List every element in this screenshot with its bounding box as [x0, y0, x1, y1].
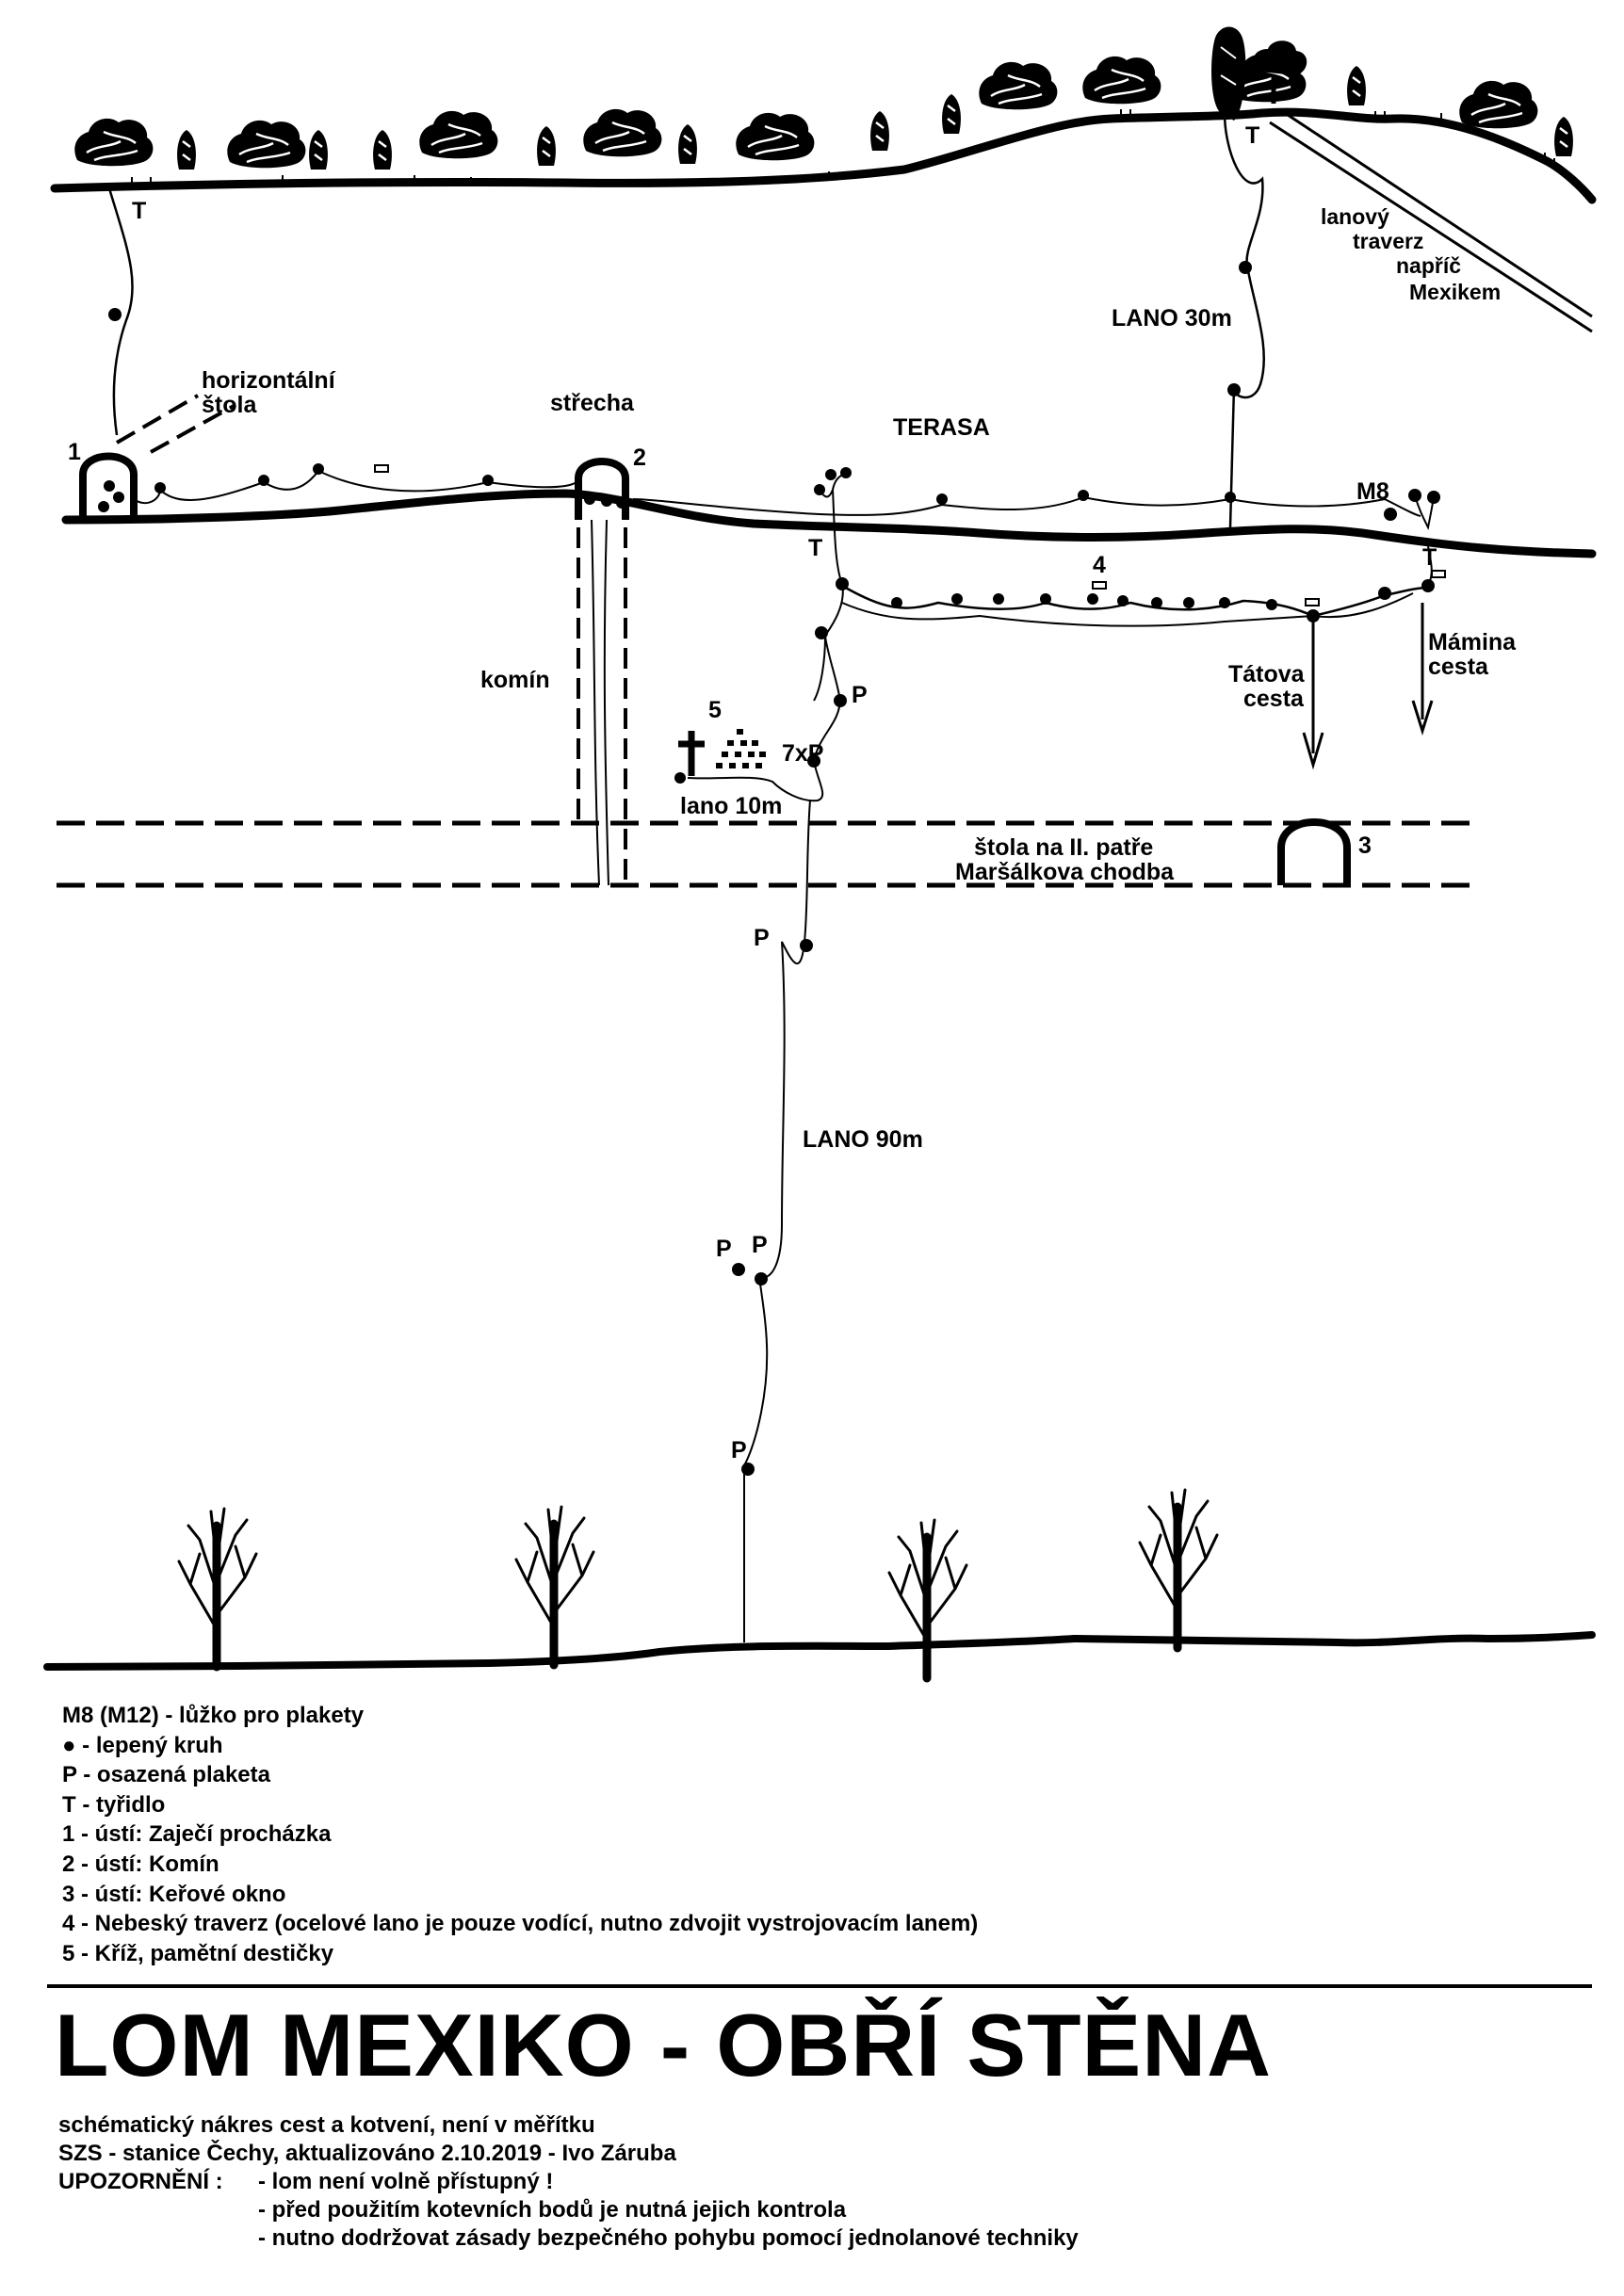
rope-traverse-label-1: lanový [1321, 204, 1389, 229]
legend-item: ● - lepený kruh [62, 1732, 223, 1758]
marshal-corridor-label: Maršálkova chodba [955, 859, 1175, 885]
legend-item: 2 - ústí: Komín [62, 1851, 219, 1877]
page-title: LOM MEXIKO - OBŘÍ STĚNA [55, 1996, 1272, 2094]
anchor-7xp: 7xP [782, 740, 823, 767]
memorial-plaques-icon [716, 729, 766, 768]
title-divider [47, 1984, 1592, 1988]
anchor-p-3a: P [716, 1236, 732, 1262]
anchor-p-1: P [852, 682, 868, 708]
warning-item: - před použitím kotevních bodů je nutná … [258, 2197, 847, 2223]
dad-route-label-2: cesta [1243, 686, 1305, 712]
adit-2-entrance [575, 458, 629, 520]
rope-traverse-label-2: traverz [1353, 229, 1423, 253]
warning-label: UPOZORNĚNÍ : [58, 2169, 223, 2194]
tall-tree-icon [1211, 26, 1307, 121]
rope-30-label: LANO 30m [1112, 305, 1232, 331]
mark-2: 2 [633, 445, 646, 471]
anchor-t-top-right: T [1245, 122, 1259, 149]
legend-item: P - osazená plaketa [62, 1762, 270, 1788]
terrace-ledge [61, 489, 1597, 558]
legend-item: M8 (M12) - lůžko pro plakety [62, 1703, 365, 1728]
upper-ground-line [50, 107, 1597, 204]
anchor-p-3b: P [752, 1232, 768, 1258]
legend-item: T - tyřidlo [62, 1791, 166, 1818]
legend: M8 (M12) - lůžko pro plakety ● - lepený … [62, 1701, 978, 1968]
anchor-p-2: P [754, 925, 770, 951]
quarry-wall-diagram: T T LANO 30m lanový traverz napříč Mexik… [43, 26, 1597, 1686]
meta-info: schématický nákres cest a kotvení, není … [58, 2111, 676, 2168]
anchor-p-4: P [731, 1437, 747, 1463]
mark-3: 3 [1358, 833, 1372, 859]
mom-route-label-2: cesta [1428, 654, 1489, 680]
cross-icon [678, 731, 705, 776]
warning-item: - nutno dodržovat zásady bezpečného pohy… [258, 2225, 1079, 2251]
adit-1-entrance [79, 452, 138, 520]
rope-traverse-label-3: napříč [1396, 253, 1461, 278]
adit-3-entrance [1277, 818, 1351, 885]
horizontal-adit-label-2: štola [202, 392, 257, 418]
rope-10-label: lano 10m [680, 793, 782, 819]
anchor-t-top-left: T [132, 198, 146, 224]
meta-line-author: SZS - stanice Čechy, aktualizováno 2.10.… [58, 2141, 676, 2166]
terrace-label: TERASA [893, 414, 990, 441]
mark-5: 5 [708, 697, 722, 723]
chimney-label: komín [480, 667, 550, 693]
mom-route-label-1: Mámina [1428, 629, 1517, 655]
horizontal-adit-label-1: horizontální [202, 367, 336, 394]
rope-90-label: LANO 90m [803, 1126, 923, 1153]
legend-item: 1 - ústí: Zaječí procházka [62, 1821, 332, 1848]
m8-label: M8 [1356, 478, 1389, 505]
quarry-floor-line [43, 1631, 1596, 1671]
mark-4: 4 [1093, 552, 1106, 578]
meta-line-scale-note: schématický nákres cest a kotvení, není … [58, 2112, 595, 2138]
legend-item: 3 - ústí: Keřové okno [62, 1881, 286, 1907]
warning-item: - lom není volně přístupný ! [258, 2169, 554, 2194]
mark-1: 1 [68, 439, 81, 465]
rope-traverse-label-4: Mexikem [1409, 280, 1501, 304]
legend-item: 5 - Kříž, pamětní destičky [62, 1940, 334, 1966]
legend-item: 4 - Nebeský traverz (ocelové lano je pou… [62, 1911, 979, 1937]
roof-label: střecha [550, 390, 635, 416]
dad-route-label-1: Tátova [1228, 661, 1306, 687]
adit-floor-2-label: štola na II. patře [974, 834, 1153, 861]
anchor-t-terrace: T [808, 535, 822, 561]
